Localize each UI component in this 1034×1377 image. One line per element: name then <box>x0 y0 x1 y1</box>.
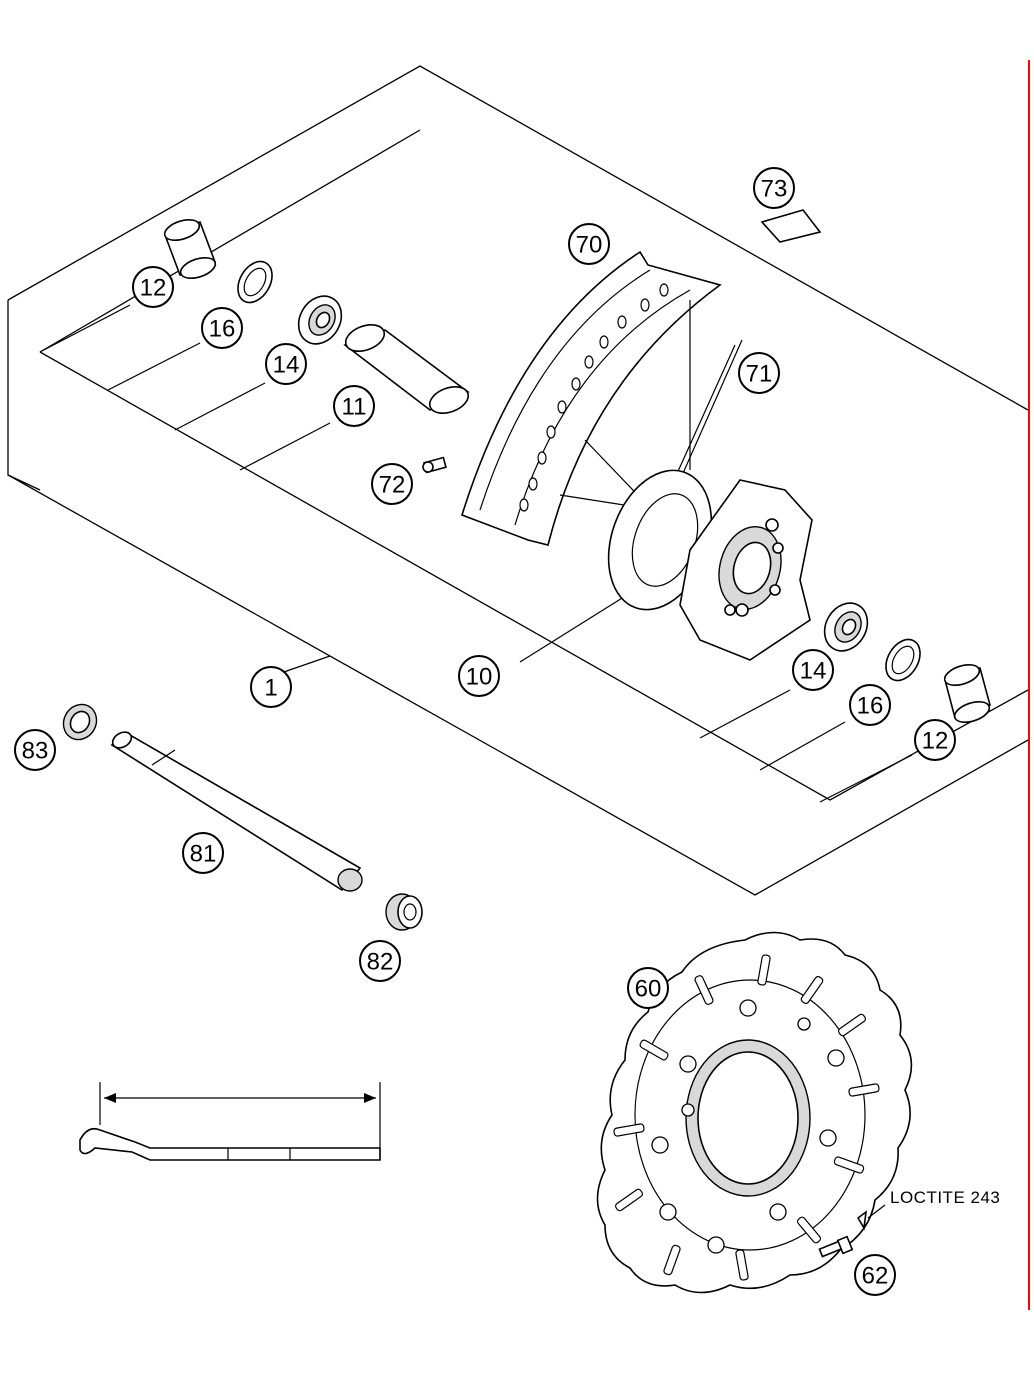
callout-12-left[interactable]: 12 <box>132 266 174 308</box>
callout-1[interactable]: 1 <box>250 666 292 708</box>
nipple-72-part <box>422 456 447 474</box>
callout-11[interactable]: 11 <box>333 385 375 427</box>
svg-text:83: 83 <box>22 738 49 765</box>
callout-70[interactable]: 70 <box>568 223 610 265</box>
callout-71[interactable]: 71 <box>738 352 780 394</box>
assembly-frame <box>7 65 1029 896</box>
svg-text:16: 16 <box>857 693 884 720</box>
disc-screw-62-part <box>818 1204 886 1258</box>
svg-text:70: 70 <box>576 232 603 259</box>
seal-16-left-part <box>237 260 273 304</box>
loctite-note: LOCTITE 243 <box>890 1188 1000 1207</box>
svg-text:82: 82 <box>367 949 394 976</box>
svg-text:60: 60 <box>635 976 662 1003</box>
callout-62[interactable]: 62 <box>854 1254 896 1296</box>
callout-12-right[interactable]: 12 <box>914 719 956 761</box>
svg-text:14: 14 <box>273 352 300 379</box>
callout-82[interactable]: 82 <box>359 940 401 982</box>
svg-text:1: 1 <box>264 675 277 702</box>
callout-81[interactable]: 81 <box>182 832 224 874</box>
svg-text:16: 16 <box>209 316 236 343</box>
callout-16-left[interactable]: 16 <box>201 307 243 349</box>
svg-text:14: 14 <box>800 658 827 685</box>
rim-tape-icon <box>760 209 822 243</box>
plug-82-part <box>385 893 423 931</box>
svg-text:10: 10 <box>466 664 493 691</box>
seal-16-right-part <box>885 638 921 682</box>
callout-16-right[interactable]: 16 <box>849 684 891 726</box>
callout-73[interactable]: 73 <box>753 167 795 209</box>
leader-lines-left <box>39 304 913 803</box>
rim-70-part <box>461 250 722 546</box>
svg-text:81: 81 <box>190 841 217 868</box>
svg-text:73: 73 <box>761 176 788 203</box>
spacer-12-left-part <box>163 218 217 280</box>
callout-14-right[interactable]: 14 <box>792 649 834 691</box>
bearing-14-right-part <box>823 602 869 652</box>
svg-text:12: 12 <box>922 728 949 755</box>
nut-83-part <box>62 703 98 741</box>
callout-83[interactable]: 83 <box>14 729 56 771</box>
svg-text:71: 71 <box>746 361 773 388</box>
spoke-length-tool <box>79 1082 381 1161</box>
svg-text:72: 72 <box>379 472 406 499</box>
callout-60[interactable]: 60 <box>627 967 669 1009</box>
hub-10-part <box>607 469 813 661</box>
callout-10[interactable]: 10 <box>458 655 500 697</box>
brake-disc-60-part <box>596 931 913 1294</box>
bearing-14-left-part <box>297 295 343 345</box>
axle-81-part <box>110 731 363 892</box>
callout-14-left[interactable]: 14 <box>265 343 307 385</box>
spacer-12-right-part <box>943 663 991 724</box>
callout-72[interactable]: 72 <box>371 463 413 505</box>
svg-text:12: 12 <box>140 275 167 302</box>
spacer-tube-11-part <box>343 324 470 414</box>
svg-text:62: 62 <box>862 1263 889 1290</box>
svg-text:11: 11 <box>342 394 367 421</box>
